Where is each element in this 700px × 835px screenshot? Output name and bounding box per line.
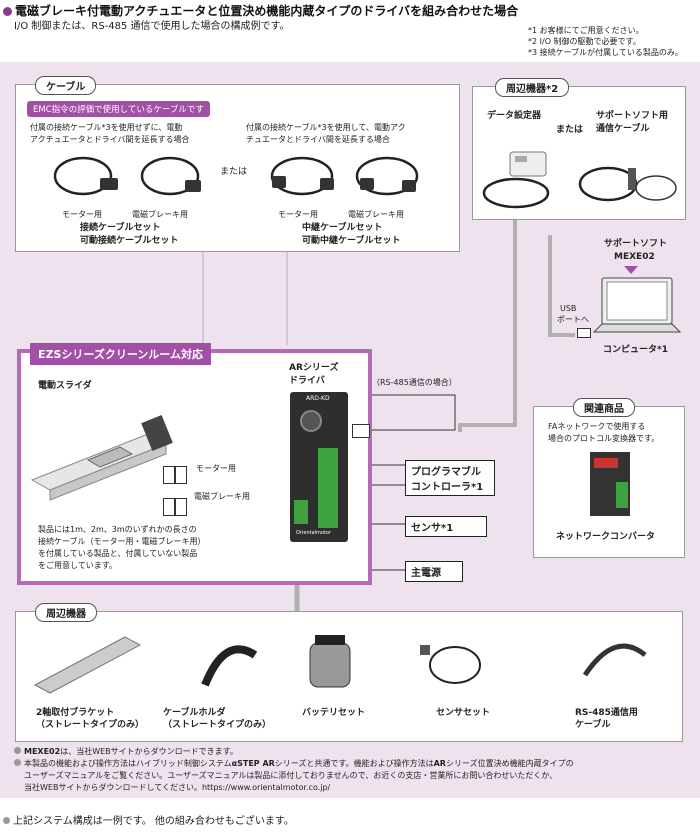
usb-label-1: USB <box>560 304 577 313</box>
right-set-1: 中継ケーブルセット <box>302 223 383 233</box>
peripheral-bottom-images <box>33 635 647 694</box>
page-title: 電磁ブレーキ付電動アクチュエータと位置決め機能内蔵タイプのドライバを組み合わせた… <box>3 2 518 19</box>
peripheral-item-5-line-1: RS-485通信用 <box>575 708 638 718</box>
right-cable-image <box>270 156 419 196</box>
cable-panel-label: ケーブル <box>35 76 97 95</box>
peripheral-or-text: または <box>556 125 584 135</box>
rs485-connector <box>352 424 370 438</box>
motor-connector <box>163 466 175 484</box>
usb-label-2: ポートへ <box>557 315 589 324</box>
plc-label-1: プログラマブル <box>411 467 481 478</box>
peripheral-item-4-line-1: センサセット <box>436 708 491 718</box>
right-brake-label: 電磁ブレーキ用 <box>348 210 404 219</box>
network-converter-image <box>590 452 630 516</box>
brake-connector-2 <box>175 498 187 516</box>
usb-port <box>577 328 591 338</box>
driver-label-2: ドライバ <box>289 376 325 386</box>
support-soft-label: サポートソフト <box>604 239 668 249</box>
support-cable-label-1: サポートソフト用 <box>596 111 669 121</box>
rs485-label: （RS-485通信の場合） <box>372 378 457 387</box>
slider-label: 電動スライダ <box>38 381 92 391</box>
computer-label: コンピュータ*1 <box>603 345 668 355</box>
peripheral-item-5-line-2: ケーブル <box>575 720 611 730</box>
driver-dial-icon <box>300 410 322 432</box>
related-desc-2: 場合のプロトコル変換器です。 <box>548 434 660 443</box>
left-set-2: 可動接続ケーブルセット <box>80 236 179 246</box>
bottom-bullet-icon <box>3 817 10 824</box>
note-1: *1 お客様にてご用意ください。 <box>528 26 644 35</box>
brake-connector <box>163 498 175 516</box>
note-2: *2 I/O 制御の駆動で必要です。 <box>528 37 641 46</box>
ezs-tag: EZSシリーズクリーンルーム対応 <box>30 343 211 365</box>
cable-left-desc-1: 付属の接続ケーブル*3を使用せずに、電動 <box>30 123 183 132</box>
related-name: ネットワークコンバータ <box>556 532 656 542</box>
motor-connector-2 <box>175 466 187 484</box>
peripheral-item-2-line-1: ケーブルホルダ <box>163 708 226 718</box>
footnote-2: 本製品の機能および操作方法はハイブリッド制御システムαSTEP ARシリーズと共… <box>14 759 574 770</box>
plc-box: プログラマブル コントローラ*1 <box>405 460 495 496</box>
right-set-2: 可動中継ケーブルセット <box>302 236 401 246</box>
ezs-note-3: を付属している製品と、付属していない製品 <box>38 549 198 558</box>
emc-badge: EMC指令の評価で使用しているケーブルです <box>27 101 210 117</box>
support-soft-name: MEXE02 <box>614 252 655 262</box>
footnote-2-line-3: 当社WEBサイトからダウンロードしてください。https://www.orien… <box>24 783 331 792</box>
power-box: 主電源 <box>405 561 463 582</box>
cable-left-desc-2: アクチュエータとドライバ間を延長する場合 <box>30 135 190 144</box>
sensor-box: センサ*1 <box>405 516 487 537</box>
ezs-note-4: をご用意しています。 <box>38 561 117 570</box>
peripheral-item-1-line-1: 2軸取付ブラケット <box>36 708 115 718</box>
left-set-1: 接続ケーブルセット <box>80 223 161 233</box>
driver-label-1: ARシリーズ <box>289 363 339 373</box>
left-brake-label: 電磁ブレーキ用 <box>132 210 188 219</box>
related-label: 関連商品 <box>573 398 635 417</box>
ezs-note-2: 接続ケーブル（モーター用・電磁ブレーキ用） <box>38 537 206 546</box>
subtitle: I/O 制御または、RS-485 通信で使用した場合の構成例です。 <box>14 21 290 32</box>
driver-brand: Orientalmotor <box>296 530 332 536</box>
bottom-note: 上記システム構成は一例です。 他の組み合わせもございます。 <box>3 815 294 829</box>
note-3: *3 接続ケーブルが付属している製品のみ。 <box>528 48 683 57</box>
cable-right-desc-2: チュエータとドライバ間を延長する場合 <box>246 135 390 144</box>
peripheral-bottom-label: 周辺機器 <box>35 603 97 622</box>
computer-image <box>592 277 682 333</box>
related-desc-1: FAネットワークで使用する <box>548 422 646 431</box>
plc-label-2: コントローラ*1 <box>411 482 484 493</box>
peripheral-item-1-line-2: （ストレートタイプのみ） <box>36 720 145 730</box>
footnote-2-line-2: ユーザーズマニュアルをご覧ください。ユーザーズマニュアルは製品に添付しておりませ… <box>24 771 558 780</box>
brake-wire-label: 電磁ブレーキ用 <box>194 492 250 501</box>
footnote-1: MEXE02は、当社WEBサイトからダウンロードできます。 <box>14 747 238 758</box>
data-setter-label: データ設定器 <box>487 111 542 121</box>
driver-terminal-block <box>318 448 338 528</box>
motor-wire-label: モーター用 <box>196 464 236 473</box>
left-cable-image <box>53 156 201 196</box>
support-cable-label-2: 通信ケーブル <box>596 124 650 134</box>
driver-power-terminal <box>294 500 308 524</box>
footnote-bullet-icon <box>14 759 21 766</box>
cable-or-text: または <box>220 167 248 177</box>
ezs-note-1: 製品には1m、2m、3mのいずれかの長さの <box>38 525 197 534</box>
cable-panel <box>15 84 460 252</box>
peripheral-item-2-line-2: （ストレートタイプのみ） <box>163 720 272 730</box>
left-motor-label: モーター用 <box>62 210 102 219</box>
title-bullet-icon <box>3 7 12 16</box>
slider-image <box>30 414 173 501</box>
right-motor-label: モーター用 <box>278 210 318 219</box>
cable-right-desc-1: 付属の接続ケーブル*3を使用して、電動アク <box>246 123 406 132</box>
peripheral-item-3-line-1: バッテリセット <box>302 708 366 718</box>
peripheral-top-images <box>482 151 677 209</box>
peripheral-top-panel <box>472 86 686 220</box>
peripheral-top-label: 周辺機器*2 <box>495 78 570 97</box>
footnote-bullet-icon <box>14 747 21 754</box>
driver-model: ARD-KD <box>306 395 330 402</box>
download-arrow-icon <box>624 266 638 274</box>
